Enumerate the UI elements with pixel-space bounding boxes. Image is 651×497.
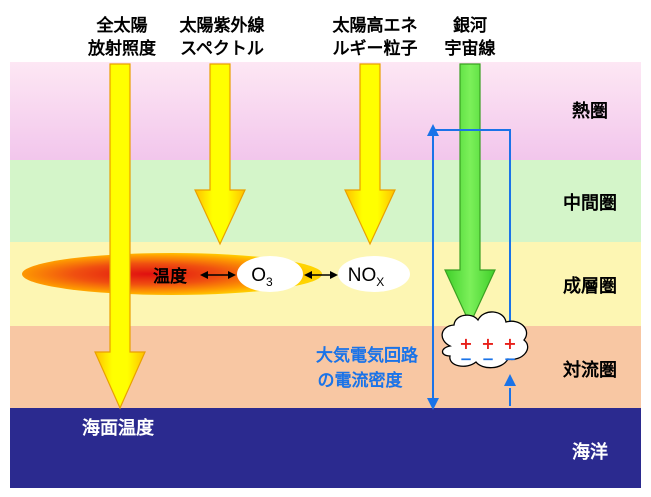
ozone-nox-double-arrow — [304, 271, 338, 279]
ozone-label: O3 — [251, 265, 273, 289]
negative-charge-1: − — [460, 350, 473, 368]
mesosphere-label: 中間圏 — [563, 192, 617, 214]
positive-charge-3: + — [503, 334, 516, 353]
temperature-ozone-double-arrow — [200, 271, 236, 279]
circuit-arrow-up-left — [427, 124, 439, 136]
mesosphere-band — [10, 160, 641, 242]
solar-energetic-particles-label-line1: 太陽高エネ — [333, 15, 418, 36]
ocean-label: 海洋 — [572, 441, 608, 463]
sea-surface-temperature-label: 海面温度 — [82, 417, 155, 439]
galactic-cosmic-rays-arrow — [444, 63, 496, 326]
temperature-label: 温度 — [153, 266, 188, 287]
total-solar-irradiance-label-line1: 全太陽 — [96, 15, 148, 36]
solar-uv-spectrum-label-line1: 太陽紫外線 — [180, 15, 265, 36]
total-solar-irradiance-label-line2: 放射照度 — [87, 38, 157, 59]
galactic-cosmic-rays-label-line2: 宇宙線 — [445, 38, 496, 59]
current-density-label-line2: の電流密度 — [318, 370, 404, 391]
circuit-arrow-down-left — [427, 398, 439, 410]
stratosphere-label: 成層圏 — [563, 275, 617, 297]
galactic-cosmic-rays-label-line1: 銀河 — [453, 15, 487, 36]
solar-uv-arrow — [194, 63, 246, 246]
thermosphere-band — [10, 62, 641, 160]
troposphere-label: 対流圏 — [562, 359, 617, 381]
negative-charge-3: − — [504, 350, 517, 368]
nox-label: NOX — [348, 265, 385, 289]
solar-uv-spectrum-label-line2: スペクトル — [180, 39, 264, 59]
total-solar-irradiance-arrow — [94, 63, 146, 410]
circuit-arrow-up-right — [504, 374, 516, 386]
ozone-bubble — [237, 256, 303, 292]
nox-bubble — [338, 256, 410, 292]
positive-charge-2: + — [481, 334, 494, 353]
electric-circuit-lines — [432, 129, 511, 408]
thermosphere-label: 熱圏 — [572, 100, 608, 122]
ocean-band — [10, 408, 641, 488]
thundercloud: + + + − − − — [441, 311, 529, 369]
negative-charge-2: − — [482, 350, 495, 368]
solar-energetic-particles-arrow — [344, 63, 396, 246]
positive-charge-1: + — [459, 334, 472, 353]
current-density-label-line1: 大気電気回路 — [316, 345, 419, 366]
solar-energetic-particles-label-line2: ルギー粒子 — [333, 38, 418, 59]
